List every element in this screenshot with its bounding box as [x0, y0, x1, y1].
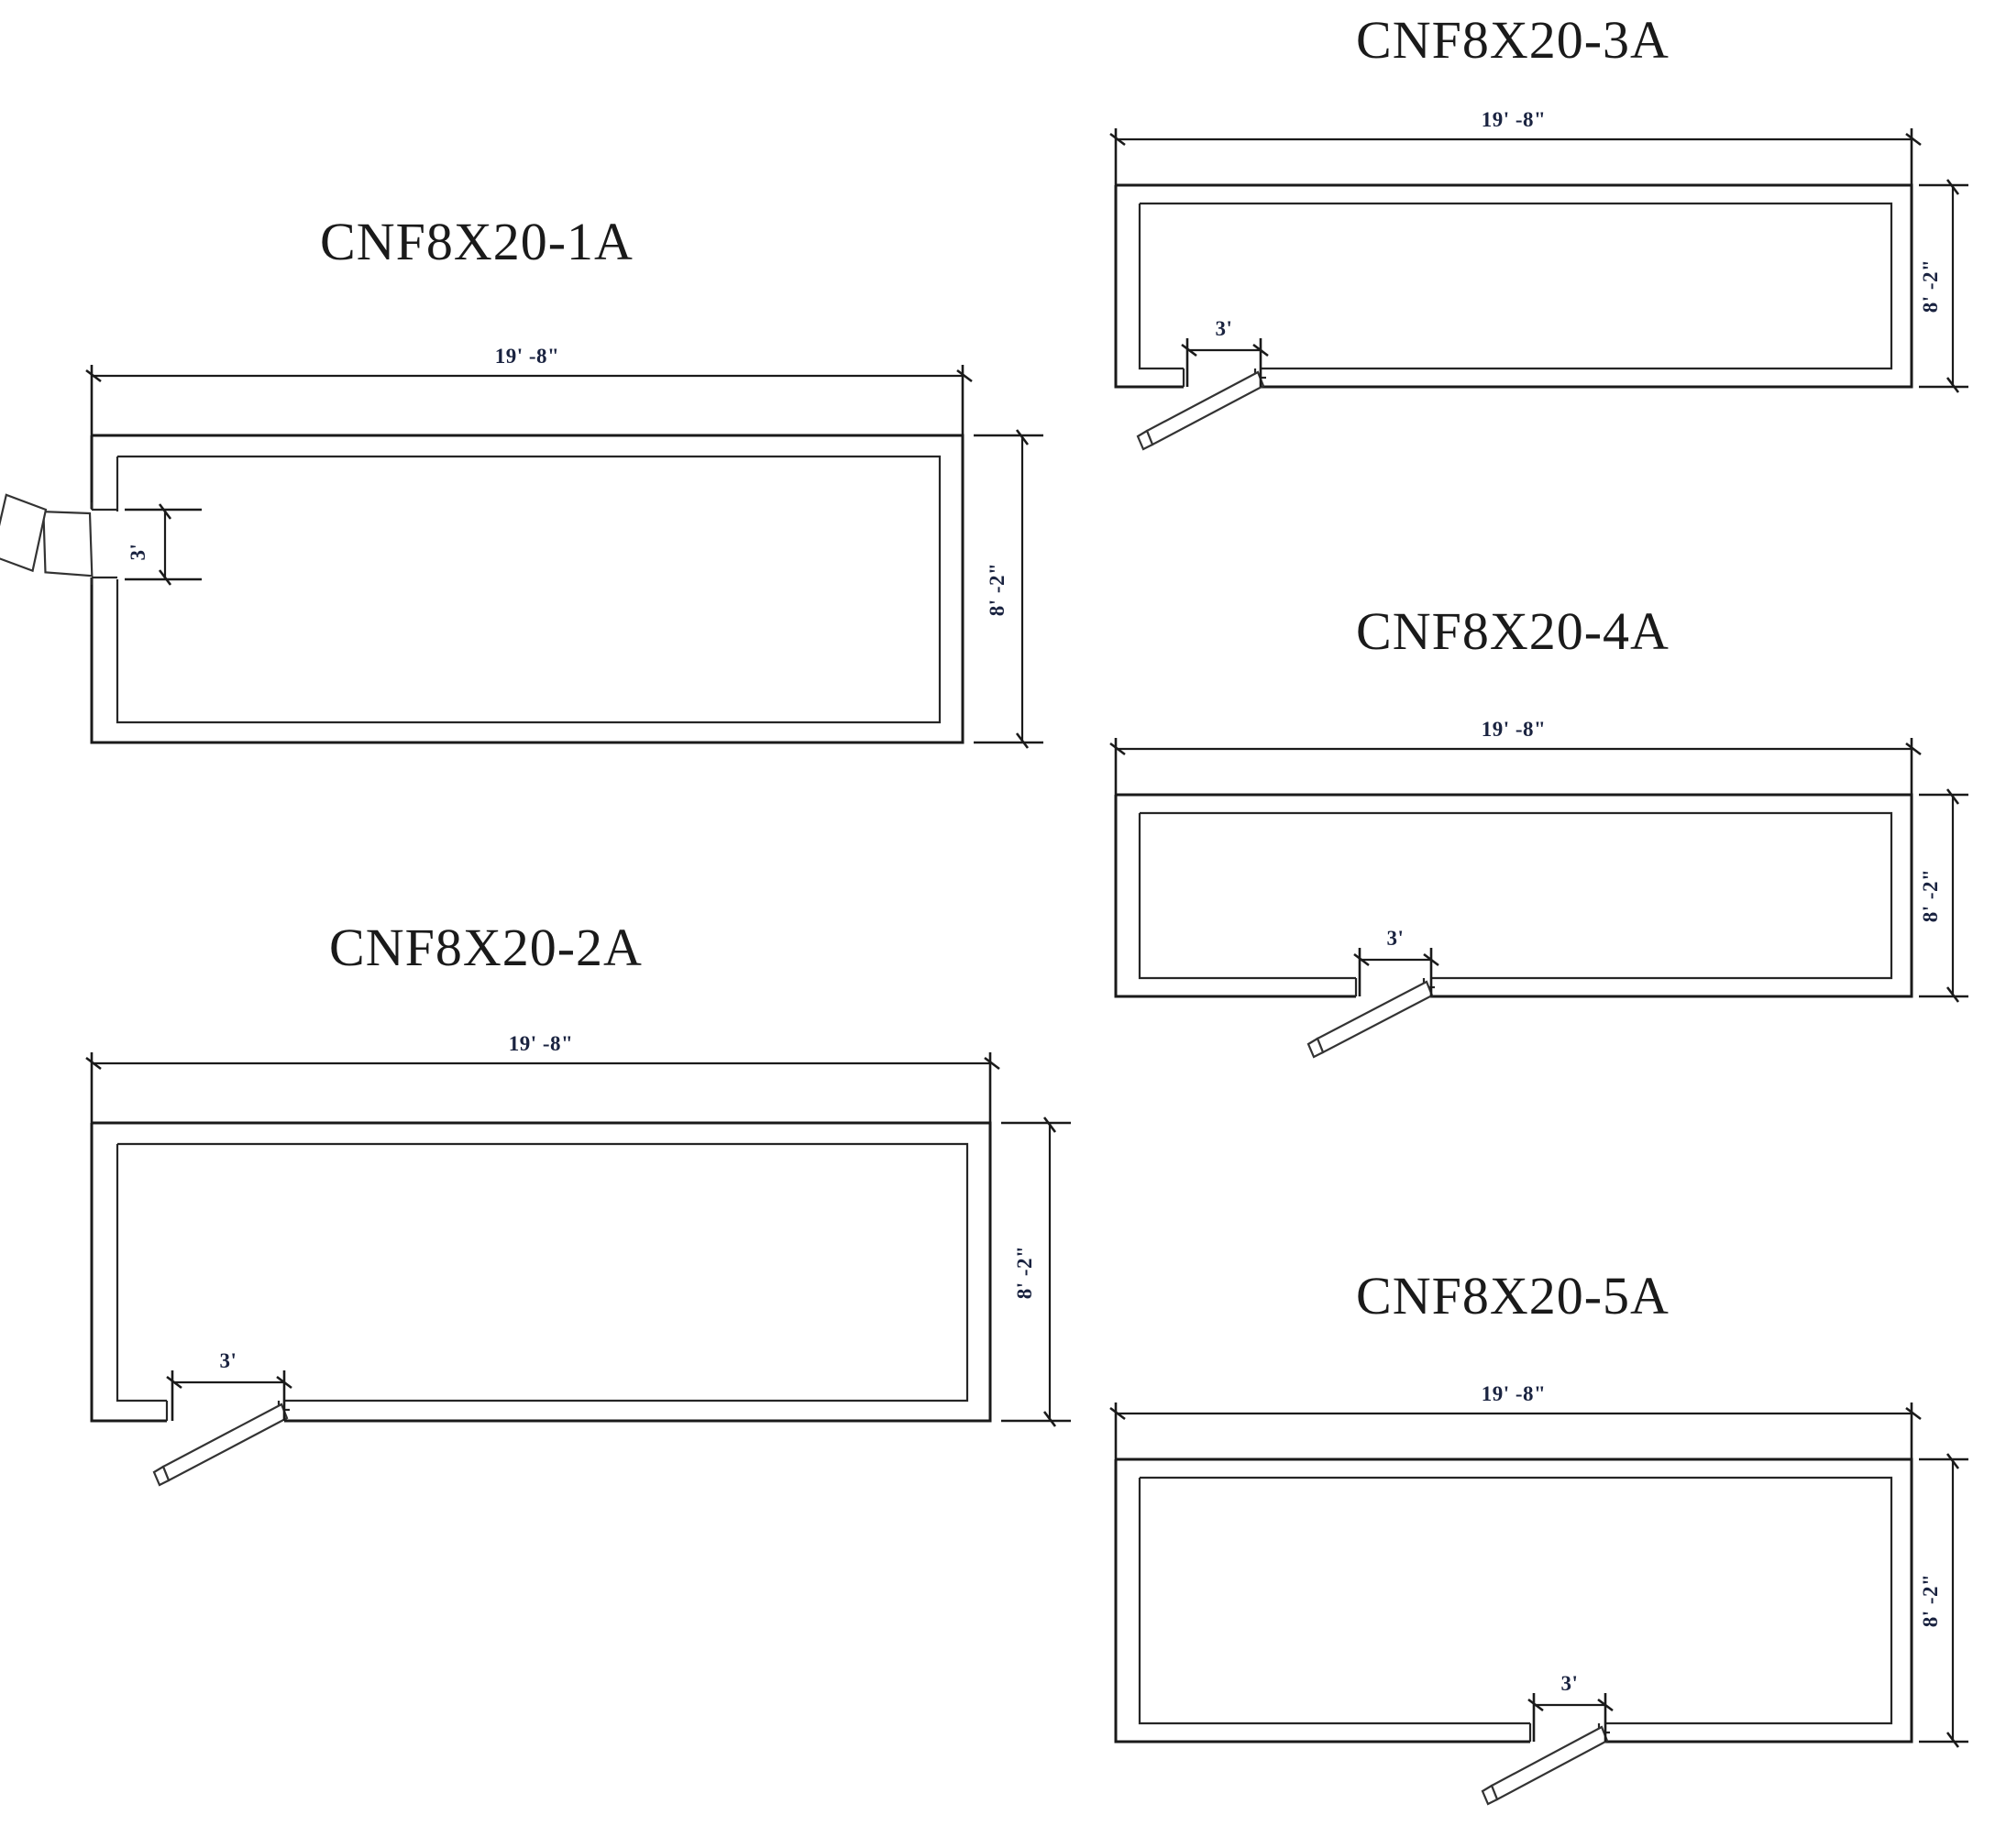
plan-title-2a: CNF8X20-2A [329, 918, 643, 977]
width-label-4a: 19' -8" [1482, 718, 1547, 741]
width-label-3a: 19' -8" [1482, 108, 1547, 131]
door-label-1a: 3' [127, 544, 149, 561]
door-leaf-3a [1136, 370, 1265, 451]
height-dimension-2a [1001, 1116, 1071, 1427]
height-label-4a: 8' -2" [1919, 869, 1942, 923]
door-dimension-4a [1353, 948, 1439, 996]
width-dimension-1a [85, 365, 973, 454]
width-dimension-5a [1109, 1402, 1922, 1478]
door-label-2a: 3' [220, 1349, 237, 1372]
door-leaf-2a [152, 1402, 289, 1487]
height-label-5a: 8' -2" [1919, 1574, 1942, 1628]
door-leaf-1a [0, 493, 94, 578]
plan-drawing-3a: 19' -8" 3' 8' -2" [1096, 101, 1976, 587]
height-dimension-1a [974, 429, 1043, 749]
height-dimension-4a [1919, 788, 1968, 1003]
wall-outline-2a [90, 1121, 992, 1423]
plan-title-5a: CNF8X20-5A [1356, 1266, 1670, 1326]
height-dimension-3a [1919, 179, 1968, 393]
wall-outline-5a [1114, 1458, 1913, 1744]
height-label-2a: 8' -2" [1013, 1246, 1036, 1300]
width-dimension-4a [1109, 738, 1922, 813]
plan-title-1a: CNF8X20-1A [320, 212, 634, 271]
door-label-3a: 3' [1216, 317, 1233, 340]
plan-drawing-2a: 19' -8" 3' 8' -2" [55, 1027, 1100, 1568]
width-dimension-3a [1109, 128, 1922, 204]
plan-title-4a: CNF8X20-4A [1356, 601, 1670, 661]
height-label-1a: 8' -2" [986, 563, 1009, 617]
wall-outline-3a [1114, 183, 1913, 389]
door-dimension-1a [125, 503, 202, 586]
door-dimension-2a [166, 1370, 292, 1421]
width-label-2a: 19' -8" [509, 1032, 574, 1055]
door-dimension-5a [1527, 1693, 1614, 1742]
width-label-5a: 19' -8" [1482, 1382, 1547, 1405]
door-dimension-3a [1181, 338, 1269, 387]
height-label-3a: 8' -2" [1919, 259, 1942, 314]
wall-outline-4a [1114, 793, 1913, 998]
door-label-4a: 3' [1387, 927, 1405, 950]
door-leaf-4a [1306, 980, 1434, 1059]
door-leaf-5a [1481, 1725, 1609, 1806]
plan-title-3a: CNF8X20-3A [1356, 10, 1670, 70]
width-dimension-2a [85, 1052, 1000, 1141]
wall-outline-1a [90, 434, 964, 744]
height-dimension-5a [1919, 1453, 1968, 1748]
plan-drawing-5a: 19' -8" 3' 8' -2" [1096, 1375, 1976, 1848]
width-label-1a: 19' -8" [495, 345, 560, 368]
door-label-5a: 3' [1561, 1672, 1579, 1695]
plan-drawing-1a: 19' -8" 3' 8' -2" [0, 330, 1082, 825]
plan-drawing-4a: 19' -8" 3' 8' -2" [1096, 710, 1976, 1196]
